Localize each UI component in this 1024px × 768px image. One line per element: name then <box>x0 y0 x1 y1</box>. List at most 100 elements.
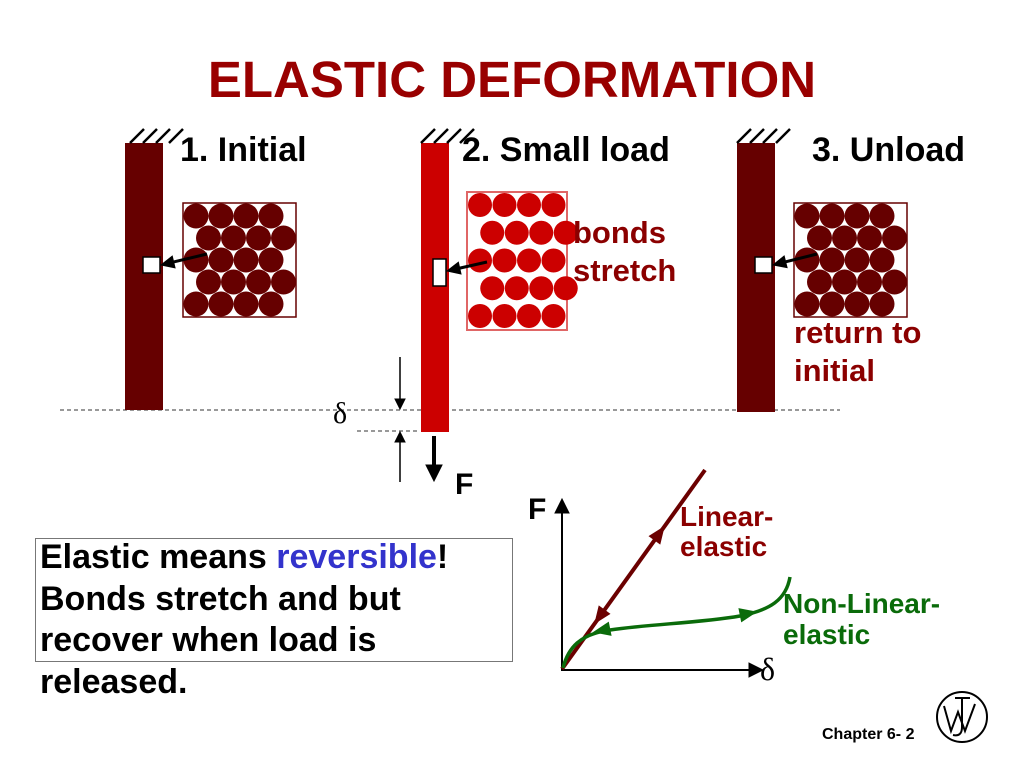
atom <box>807 269 832 295</box>
unloading-direction-arrowhead <box>594 605 611 625</box>
highlight-word: reversible <box>276 538 437 576</box>
arrowhead <box>425 464 443 483</box>
force-arrow <box>425 436 443 483</box>
loading-direction-arrowhead <box>648 525 665 545</box>
atom <box>541 248 566 273</box>
arrowhead <box>394 430 406 443</box>
hatch-line <box>420 128 436 144</box>
nonlinear-unloading-arrowhead <box>592 621 612 636</box>
bar-loaded <box>421 143 449 432</box>
annotation-return-to: return to <box>794 315 922 350</box>
annotation-initial: initial <box>794 353 875 388</box>
arrow-shaft <box>784 252 818 264</box>
atom <box>819 291 845 317</box>
nonlinear-curve-label-line1: Non-Linear- <box>783 588 941 619</box>
stage-small-load <box>420 128 578 483</box>
hatch-line <box>433 128 449 144</box>
atom <box>517 193 541 217</box>
atom <box>233 291 259 317</box>
arrowhead <box>748 662 765 678</box>
hatch-line <box>129 128 145 144</box>
stage-unload <box>736 128 908 412</box>
atom <box>882 269 907 295</box>
atom <box>541 304 566 328</box>
linear-curve-label-line1: Linear- <box>680 501 774 532</box>
hatch-line <box>736 128 752 144</box>
slide-title: ELASTIC DEFORMATION <box>207 51 817 108</box>
zoom-arrow-initial <box>159 252 208 269</box>
atom <box>517 304 541 328</box>
arrowhead <box>159 255 176 269</box>
displacement-arrow-bottom <box>394 430 406 482</box>
atom <box>529 220 554 245</box>
bar-unloaded <box>737 143 775 412</box>
hatch-line <box>749 128 765 144</box>
graph-y-axis-label: F <box>528 493 547 526</box>
atom <box>196 225 221 251</box>
graph-x-axis-label: δ <box>760 651 776 687</box>
wall-hatch-initial <box>129 128 184 144</box>
atom <box>504 276 529 301</box>
nonlinear-loading-arrowhead <box>738 608 758 623</box>
element-marker-initial <box>142 256 161 274</box>
atom <box>553 276 578 301</box>
atom <box>246 269 271 295</box>
element-marker-unloaded <box>754 256 773 274</box>
atom <box>794 291 820 317</box>
hatch-line <box>762 128 778 144</box>
arrowhead <box>394 398 406 411</box>
atom <box>844 203 870 229</box>
atom <box>480 276 505 301</box>
atom <box>553 220 578 245</box>
stage-initial <box>125 128 297 410</box>
arrow-shaft <box>458 260 488 270</box>
atom <box>208 203 234 229</box>
arrow-shaft <box>172 252 208 264</box>
arrowhead <box>554 497 570 514</box>
atom <box>857 225 882 251</box>
atom <box>857 269 882 295</box>
atom <box>844 247 870 273</box>
displacement-symbol: δ <box>333 397 348 430</box>
atom <box>480 220 505 245</box>
atom <box>807 225 832 251</box>
atom <box>492 304 517 328</box>
atom <box>794 203 820 229</box>
arrowhead <box>445 261 462 275</box>
stage-label-initial: 1. Initial <box>180 131 307 169</box>
y-axis <box>554 497 570 671</box>
summary-text: Elastic means reversible! Bonds stretch … <box>40 537 448 704</box>
atom <box>258 203 284 229</box>
atom <box>869 203 895 229</box>
atomic-lattice-initial <box>183 203 296 317</box>
atom <box>819 247 845 273</box>
atom <box>468 248 492 273</box>
zoom-arrow-loaded <box>445 260 488 275</box>
stage-label-small-load: 2. Small load <box>462 131 670 169</box>
summary-line-4: released. <box>40 663 188 702</box>
summary-line-1-start: Elastic means <box>40 538 277 576</box>
atom <box>492 248 517 273</box>
atom <box>258 247 284 273</box>
summary-line-2: Bonds stretch and but <box>40 579 401 618</box>
atom <box>258 291 284 317</box>
hatch-line <box>459 128 475 144</box>
summary-line-3: recover when load is <box>40 621 377 660</box>
atom <box>271 269 296 295</box>
linear-curve-label-line2: elastic <box>680 531 768 562</box>
arrowhead <box>771 255 788 269</box>
logo-mark <box>943 697 976 737</box>
nonlinear-elastic-curve <box>561 576 792 669</box>
atom <box>183 203 209 229</box>
element-marker-loaded <box>432 258 447 287</box>
force-displacement-graph <box>554 468 792 678</box>
atom <box>844 291 870 317</box>
displacement-arrow-top <box>394 357 406 411</box>
bar-initial <box>125 143 163 410</box>
atom <box>832 225 857 251</box>
slide-footer: Chapter 6- 2 <box>822 726 915 743</box>
zoom-arrow-unloaded <box>771 252 818 269</box>
hatch-line <box>775 128 791 144</box>
summary-box <box>35 538 513 662</box>
